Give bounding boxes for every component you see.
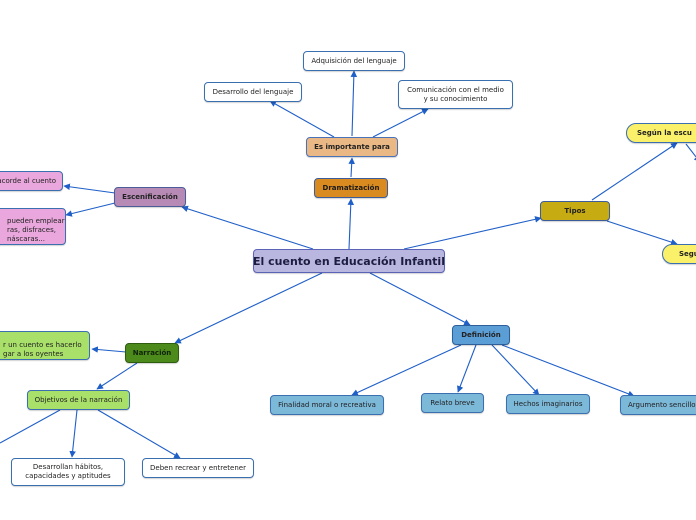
- node-dramatizacion[interactable]: Dramatización: [314, 178, 388, 198]
- node-label: Objetivos de la narración: [34, 395, 123, 404]
- edge-esimportante-comunicacion: [372, 108, 429, 138]
- node-label: Narración: [132, 348, 172, 357]
- node-narracion[interactable]: Narración: [125, 343, 179, 363]
- node-label: Hechos imaginarios: [513, 399, 583, 408]
- node-argumento[interactable]: Argumento sencillo: [620, 395, 696, 415]
- node-pueden-emplear[interactable]: pueden emplear ras, disfraces, náscaras.…: [0, 208, 66, 245]
- edge-objetivos-deben: [97, 409, 181, 459]
- node-label-line1: Desarrollan hábitos,: [32, 463, 104, 471]
- node-label: Adquisición del lenguaje: [311, 56, 397, 65]
- node-desarrollo[interactable]: Desarrollo del lenguaje: [204, 82, 302, 102]
- central-topic[interactable]: El cuento en Educación Infantil: [253, 249, 445, 273]
- node-label: Es importante para: [314, 142, 390, 151]
- node-label-line3: náscaras...: [7, 235, 46, 243]
- node-tipos[interactable]: Tipos: [540, 201, 610, 221]
- edge-dramatizacion-esimportante: [348, 157, 355, 178]
- edge-definicion-finalidad: [351, 344, 462, 396]
- node-acorde[interactable]: acorde al cuento: [0, 171, 63, 191]
- node-label: Finalidad moral o recreativa: [278, 400, 376, 409]
- edge-narracion-objetivos: [96, 362, 138, 390]
- edge-central-definicion: [369, 272, 471, 326]
- node-es-importante[interactable]: Es importante para: [306, 137, 398, 157]
- edge-tipos-segunescu: [591, 142, 678, 201]
- node-label-line2: gar a los oyentes: [3, 350, 64, 358]
- node-label: Desarrollo del lenguaje: [212, 87, 294, 96]
- node-adquisicion[interactable]: Adquisición del lenguaje: [303, 51, 405, 71]
- edge-narracion-contar: [91, 346, 127, 353]
- node-segun[interactable]: Segú: [662, 244, 696, 264]
- edge-objetivos-offleft: [0, 409, 61, 444]
- central-topic-label: El cuento en Educación Infantil: [253, 254, 445, 268]
- node-desarrollan[interactable]: Desarrollan hábitos, capacidades y aptit…: [11, 458, 125, 486]
- edge-segunescu-offright: [685, 143, 696, 163]
- node-segun-escuela[interactable]: Según la escu: [626, 123, 696, 143]
- node-comunicacion[interactable]: Comunicación con el medio y su conocimie…: [398, 80, 513, 109]
- node-label-line1: Comunicación con el medio: [407, 85, 504, 94]
- edge-central-narracion: [174, 272, 323, 344]
- node-label: Argumento sencillo: [628, 400, 696, 409]
- node-objetivos[interactable]: Objetivos de la narración: [27, 390, 130, 410]
- node-label-line1: r un cuento es hacerlo: [3, 341, 82, 349]
- node-finalidad[interactable]: Finalidad moral o recreativa: [270, 395, 384, 415]
- node-label-line2: capacidades y aptitudes: [25, 472, 111, 480]
- edge-esimportante-adquisicion: [350, 70, 358, 137]
- node-label: Tipos: [564, 206, 586, 215]
- edge-definicion-relato: [457, 344, 477, 393]
- edge-central-dramatizacion: [347, 198, 355, 250]
- node-deben[interactable]: Deben recrear y entretener: [142, 458, 254, 478]
- node-label-line2: y su conocimiento: [423, 94, 488, 103]
- node-hechos[interactable]: Hechos imaginarios: [506, 394, 590, 414]
- node-label: acorde al cuento: [0, 176, 56, 185]
- edge-tipos-segu: [606, 220, 678, 246]
- node-label-line2: ras, disfraces,: [7, 226, 56, 234]
- node-label-line1: pueden emplear: [7, 217, 65, 225]
- edge-definicion-hechos: [491, 344, 540, 396]
- node-label: Deben recrear y entretener: [150, 463, 246, 472]
- node-contar-cuento[interactable]: r un cuento es hacerlo gar a los oyentes: [0, 331, 90, 360]
- edge-central-escenificacion: [181, 205, 314, 250]
- edge-objetivos-desarrollan: [69, 409, 78, 458]
- node-label: Escenificación: [122, 192, 178, 201]
- node-relato[interactable]: Relato breve: [421, 393, 484, 413]
- edge-escenificacion-pueden: [65, 202, 116, 217]
- edge-escenificacion-acorde: [63, 183, 116, 194]
- node-label: Definición: [461, 330, 501, 339]
- node-label: Relato breve: [430, 398, 475, 407]
- edge-esimportante-desarrollo: [269, 100, 335, 138]
- node-definicion[interactable]: Definición: [452, 325, 510, 345]
- edge-central-tipos: [403, 216, 542, 250]
- edge-definicion-argumento: [501, 344, 635, 397]
- node-label: Dramatización: [322, 183, 380, 192]
- node-label: Segú: [679, 249, 696, 258]
- node-label: Según la escu: [637, 128, 692, 137]
- node-escenificacion[interactable]: Escenificación: [114, 187, 186, 207]
